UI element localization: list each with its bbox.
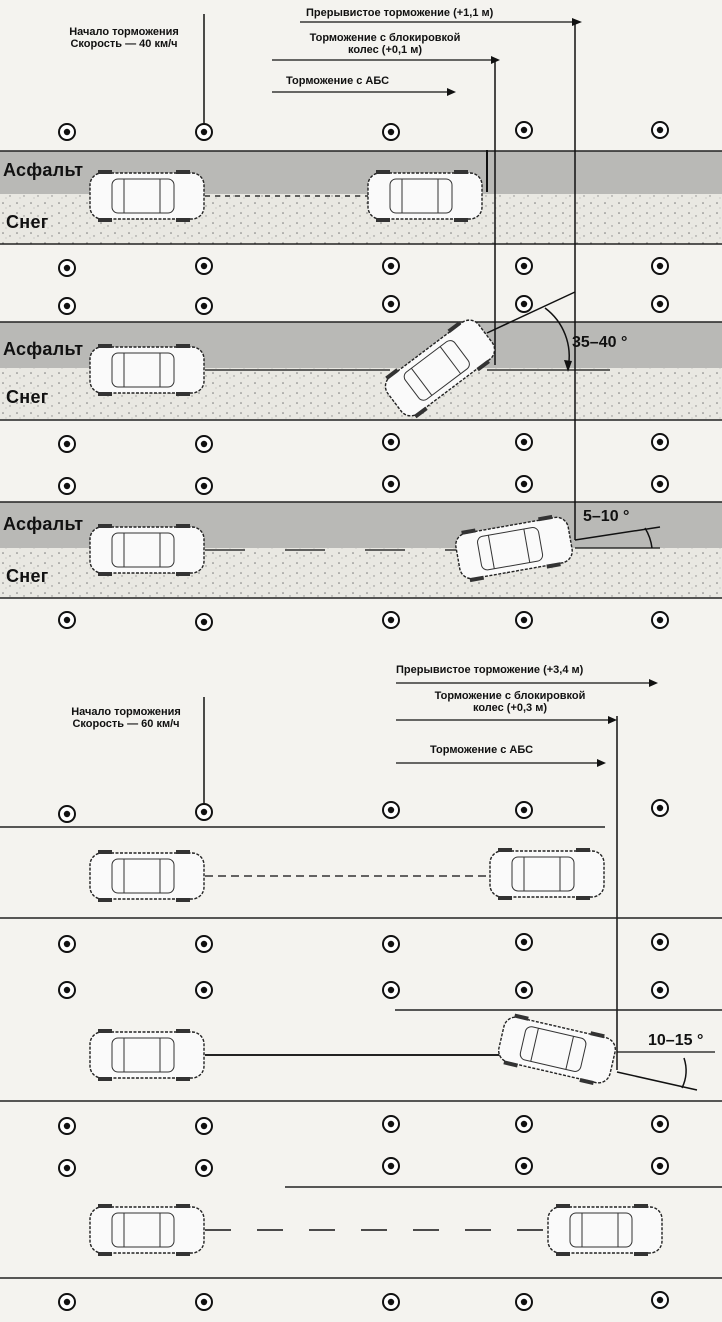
angle-label-10-15: 10–15 ° — [648, 1032, 704, 1049]
angle-mark-35-40 — [486, 291, 610, 372]
snow-label: Снег — [6, 212, 49, 232]
top-start-label: Начало торможения Скорость — 40 км/ч — [38, 26, 210, 50]
top-abs-arrow — [272, 88, 456, 96]
asphalt-label: Асфальт — [3, 514, 84, 534]
speed-text: Скорость — 60 км/ч — [72, 718, 180, 731]
car-start — [89, 1028, 205, 1082]
angle-label-35-40: 35–40 ° — [572, 334, 628, 351]
car-stop-abs — [367, 169, 483, 223]
top-lane-3 — [0, 501, 722, 599]
start-braking-text: Начало торможения — [69, 26, 179, 38]
bottom-locked-label: Торможение с блокировкой колес (+0,3 м) — [392, 690, 628, 714]
asphalt-label: Асфальт — [3, 160, 84, 180]
car-start — [89, 849, 205, 903]
top-locked-arrow — [272, 56, 500, 64]
start-braking-text: Начало торможения — [71, 706, 181, 718]
top-intermittent-label: Прерывистое торможение (+1,1 м) — [306, 7, 494, 19]
car-stop-locked — [494, 1011, 620, 1089]
locked-line2: колес (+0,1 м) — [347, 44, 423, 57]
locked-line1: Торможение с блокировкой — [309, 32, 461, 44]
angle-mark-5-10 — [574, 526, 661, 549]
snow-label: Снег — [6, 566, 49, 586]
top-intermittent-arrow — [300, 18, 582, 26]
bottom-abs-arrow — [396, 759, 606, 767]
car-start — [89, 1203, 205, 1257]
car-start — [89, 169, 205, 223]
locked-line1: Торможение с блокировкой — [434, 690, 586, 702]
angle-mark-10-15 — [616, 1051, 715, 1091]
bottom-intermittent-label: Прерывистое торможение (+3,4 м) — [396, 664, 584, 676]
bottom-intermittent-arrow — [396, 679, 658, 687]
asphalt-label: Асфальт — [3, 339, 84, 359]
bottom-abs-label: Торможение с АБС — [430, 744, 534, 756]
bottom-locked-arrow — [396, 716, 617, 724]
car-start — [89, 523, 205, 577]
car-stop-abs — [489, 847, 605, 901]
angle-label-5-10: 5–10 ° — [583, 508, 630, 525]
locked-line2: колес (+0,3 м) — [472, 702, 548, 715]
top-locked-label: Торможение с блокировкой колес (+0,1 м) — [274, 32, 496, 56]
bottom-start-label: Начало торможения Скорость — 60 км/ч — [40, 706, 212, 730]
snow-label: Снег — [6, 387, 49, 407]
speed-text: Скорость — 40 км/ч — [70, 38, 178, 51]
car-start — [89, 343, 205, 397]
bottom-lane-lines — [0, 826, 722, 1279]
car-stop-intermittent — [547, 1203, 663, 1257]
top-abs-label: Торможение с АБС — [286, 75, 390, 87]
